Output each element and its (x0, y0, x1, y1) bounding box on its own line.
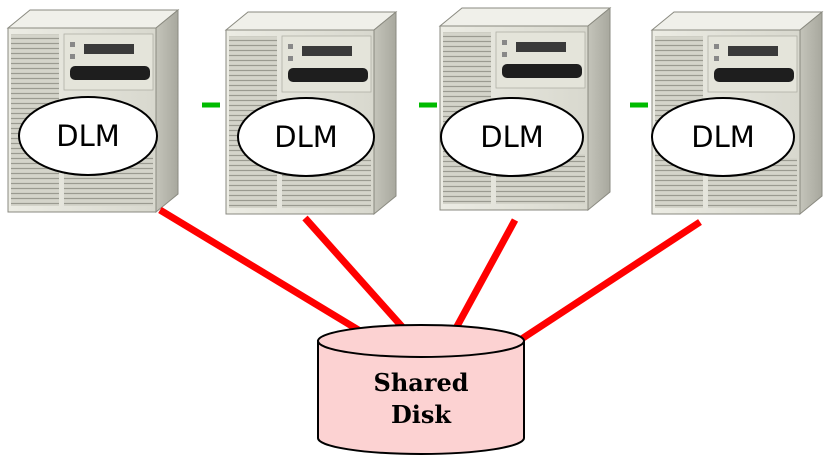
disk-top (317, 324, 525, 358)
dlm-ellipse (237, 97, 375, 177)
dlm-node-2: DLM (237, 97, 375, 177)
dlm-node-3: DLM (440, 97, 584, 177)
disk-label-line1: Shared (373, 368, 468, 397)
disk-links (158, 207, 702, 343)
link-server-3 (451, 218, 519, 332)
link-server-1 (158, 207, 377, 343)
shared-disk: Shared Disk (317, 324, 525, 455)
dlm-label: DLM (56, 119, 120, 153)
dlm-ellipse (440, 97, 584, 177)
dlm-node-1: DLM (18, 96, 158, 176)
dlm-label: DLM (480, 120, 544, 154)
dlm-ellipse (18, 96, 158, 176)
link-server-2 (302, 215, 408, 333)
disk-body (317, 340, 525, 455)
dlm-label: DLM (691, 120, 755, 154)
dlm-node-4: DLM (651, 97, 795, 177)
link-server-4 (518, 219, 702, 343)
disk-label-line2: Disk (391, 400, 452, 429)
dlm-ellipse (651, 97, 795, 177)
dlm-label: DLM (274, 120, 338, 154)
